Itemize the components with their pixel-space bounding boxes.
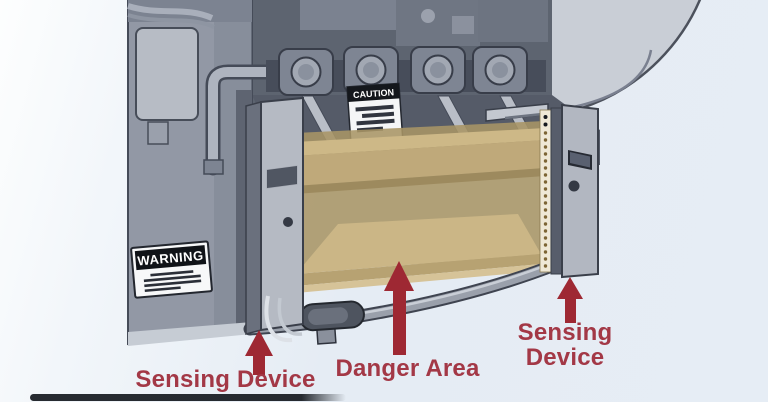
danger-area-label: Danger Area	[335, 355, 480, 382]
sensing-device-left-label: Sensing Device	[135, 366, 316, 393]
air-pipe	[203, 64, 310, 176]
danger-area-highlight	[295, 121, 545, 293]
sensing-device-right-label: Sensing Device	[517, 319, 613, 372]
warning-placard: WARNING	[130, 240, 213, 299]
light-curtain-dots	[543, 115, 548, 268]
foot-switch	[299, 300, 365, 345]
up-arrow-icon	[384, 261, 414, 355]
warning-text: WARNING	[137, 248, 204, 269]
crankshaft-bosses	[266, 46, 546, 96]
indicator-dot	[283, 217, 293, 227]
caution-text: CAUTION	[353, 87, 395, 100]
indicator-dot	[568, 180, 580, 192]
up-arrow-icon	[557, 277, 583, 323]
sensing-device-right-illustration	[485, 103, 599, 279]
progress-bar[interactable]	[30, 394, 346, 401]
sensing-device-left-illustration	[245, 96, 304, 343]
up-arrow-icon	[245, 330, 273, 375]
